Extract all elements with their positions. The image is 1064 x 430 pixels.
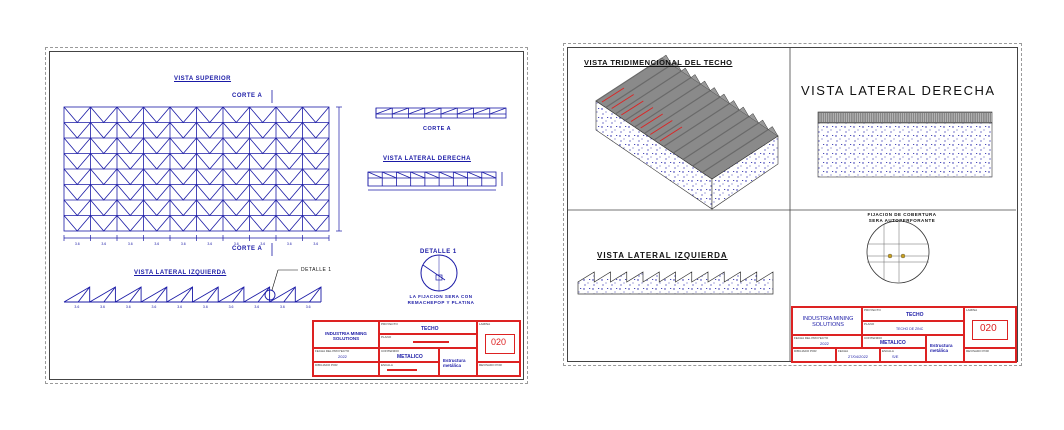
tb-company: INDUSTRIA MINING SOLUTIONS [325, 331, 367, 341]
rtb-structure: Estructura metálica [930, 343, 953, 353]
right-drawing-sheet: VISTA TRIDIMENCIONAL DEL TECHO VISTA LAT… [563, 43, 1022, 366]
rtb-sheet-number: 020 [980, 323, 997, 334]
rtb-scale: S/E [892, 354, 899, 359]
rtb-sheet-box [972, 320, 1008, 340]
dim-label: 3.6 [100, 305, 105, 309]
rtb-plan-label: PLANO [864, 322, 875, 326]
tb-project-label: PROYECTO [381, 322, 398, 326]
vista-lateral-derecha-title-right: VISTA LATERAL DERECHA [801, 83, 996, 98]
vista-3d-title: VISTA TRIDIMENCIONAL DEL TECHO [584, 58, 733, 67]
rtb-project-label: PROYECTO [864, 308, 881, 312]
detalle-1-title: DETALLE 1 [420, 249, 457, 255]
dim-label: 3.6 [101, 242, 106, 246]
vista-superior-title: VISTA SUPERIOR [174, 76, 232, 82]
tb-structure: Estructura metálica [443, 358, 466, 368]
vista-lateral-izquierda-title: VISTA LATERAL IZQUIERDA [134, 270, 227, 276]
rtb-content: METALICO [880, 340, 906, 346]
corte-a-section-label: CORTE A [423, 126, 452, 132]
dim-label: 3.6 [177, 305, 182, 309]
tb-sheet-box [485, 334, 515, 354]
dim-label: 3.6 [313, 242, 318, 246]
rtb-content-label: CONTENIDO [864, 336, 882, 340]
tb-scale-redline [387, 369, 417, 371]
dim-label: 3.6 [154, 242, 159, 246]
tb-drawn-label: DIBUJADO POR [315, 363, 338, 367]
dim-label: 3.6 [181, 242, 186, 246]
tb-date-label: FECHA DEL PROYECTO [315, 349, 350, 353]
rtb-date2-label: FECHA [838, 349, 849, 353]
dim-label: 3.6 [234, 242, 239, 246]
tb-content-label: CONTENIDO [381, 349, 399, 353]
right-title-block: INDUSTRIA MINING SOLUTIONS PROYECTO TECH… [791, 306, 1017, 363]
right-sheet-drawing [567, 47, 1016, 362]
fijacion-note: FIJACION DE COBERTURA SERA AUTOPERFORANT… [867, 212, 937, 223]
dim-label: 3.6 [126, 305, 131, 309]
rtb-scale-label: ESCALA [882, 349, 894, 353]
dim-label: 3.6 [254, 305, 259, 309]
corte-a-top-label: CORTE A [232, 93, 263, 99]
tb-scale-label: ESCALA [381, 363, 393, 367]
dim-label: 3.6 [152, 305, 157, 309]
dim-label: 3.6 [128, 242, 133, 246]
dim-label: 3.6 [287, 242, 292, 246]
detalle-note: LA FIJACION SERA CON REMACHEPOP Y PLATIN… [407, 294, 475, 305]
dim-label: 3.6 [229, 305, 234, 309]
tb-sheet-label: LAMINA [479, 322, 491, 326]
tb-sheet-number: 020 [491, 337, 507, 347]
rtb-drawn-label: DIBUJADO POR [794, 349, 817, 353]
left-title-block: INDUSTRIA MINING SOLUTIONS PROYECTO TECH… [312, 320, 521, 377]
tb-plan-redline [413, 341, 449, 343]
corte-a-bottom-label: CORTE A [232, 246, 263, 252]
rtb-date2: 27/04/2022 [848, 354, 869, 359]
rtb-company: INDUSTRIA MINING SOLUTIONS [802, 316, 854, 328]
vista-superior-drawing: 3.6 3.6 3.6 3.6 3.6 3.6 3.6 3.6 3.6 3.6 3.6 3.6 3.6 3… [63, 90, 507, 309]
detalle-1-callout-label: DETALLE 1 [301, 267, 332, 273]
left-sheet-border [49, 51, 524, 380]
tb-content: METALICO [397, 354, 423, 360]
dim-label: 3.6 [207, 242, 212, 246]
dim-label: 3.6 [280, 305, 285, 309]
rtb-plan: TECHO DE ZINC [896, 327, 924, 331]
tb-plan-label: PLANO [381, 335, 392, 339]
dim-label: 3.6 [260, 242, 265, 246]
dim-label: 3.6 [75, 242, 80, 246]
vista-lateral-derecha-title: VISTA LATERAL DERECHA [383, 156, 471, 162]
rtb-reviewed-label: REVISADO POR [966, 349, 989, 353]
rtb-project: TECHO [906, 312, 924, 318]
rtb-sheet-label: LAMINA [966, 308, 978, 312]
dim-label: 3.6 [203, 305, 208, 309]
vista-lateral-izquierda-title-right: VISTA LATERAL IZQUIERDA [597, 251, 728, 260]
tb-reviewed-label: REVISADO POR [479, 363, 502, 367]
left-drawing-sheet: 3.6 3.6 3.6 3.6 3.6 3.6 3.6 3.6 3.6 3.6 3.6 3.6 3.6 3… [45, 47, 528, 384]
tb-date: 2022 [338, 354, 347, 359]
dim-label: 3.6 [74, 305, 79, 309]
rtb-date-label: FECHA DEL PROYECTO [794, 336, 829, 340]
rtb-date: 2022 [820, 341, 829, 346]
tb-project: TECHO [421, 326, 439, 332]
dim-label: 3.6 [306, 305, 311, 309]
